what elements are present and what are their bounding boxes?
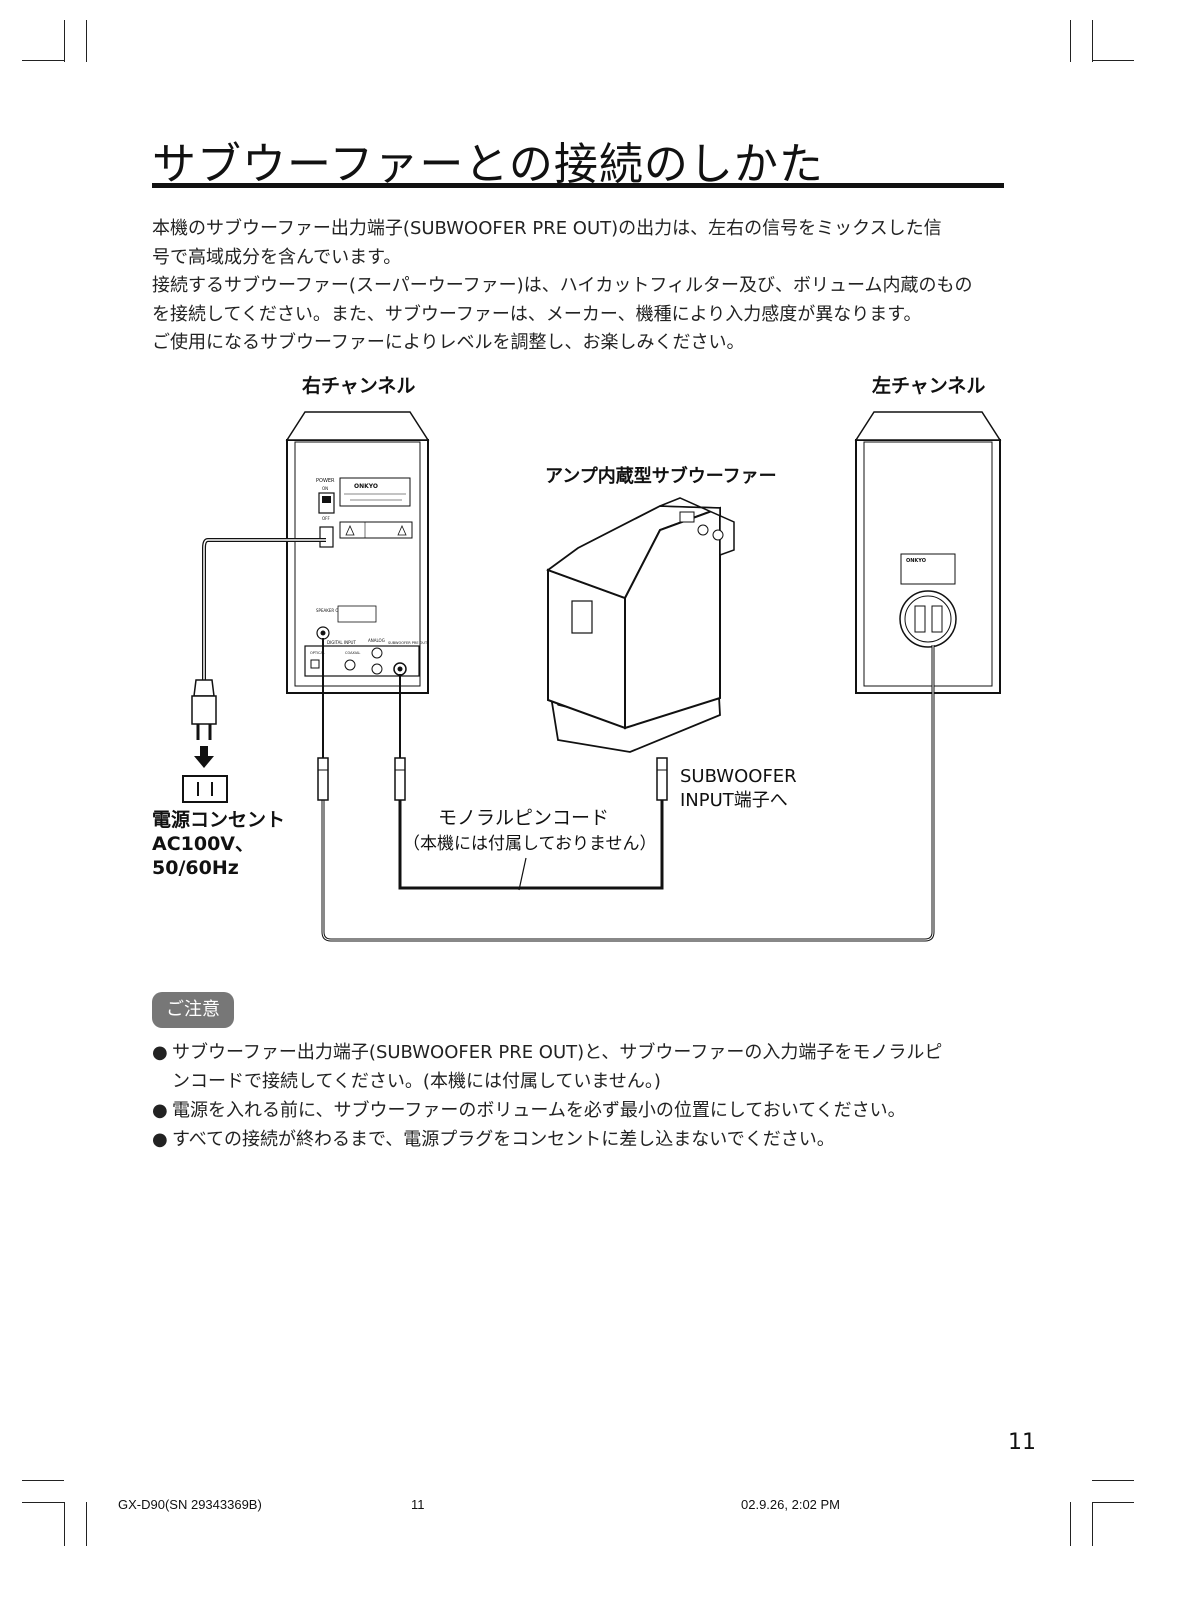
crop-mark: [1070, 1502, 1071, 1546]
power-plug-icon: [191, 679, 217, 740]
analog-label: ANALOG: [368, 638, 385, 643]
list-item: ● サブウーファー出力端子(SUBWOOFER PRE OUT)と、サブウーファ…: [152, 1038, 1022, 1096]
footer-center: 11: [411, 1497, 425, 1512]
crop-mark: [64, 1502, 65, 1546]
intro-line: 接続するサブウーファー(スーパーウーファー)は、ハイカットフィルター及び、ボリュ…: [152, 275, 973, 296]
power-label: POWER: [316, 478, 335, 484]
notice-text: サブウーファー出力端子(SUBWOOFER PRE OUT)と、サブウーファーの…: [172, 1042, 943, 1063]
notice-badge: ご注意: [152, 992, 234, 1028]
brand-plate: [900, 553, 956, 585]
notice-list: ● サブウーファー出力端子(SUBWOOFER PRE OUT)と、サブウーファ…: [152, 1038, 1022, 1154]
crop-mark: [1092, 1480, 1134, 1481]
brand-label: ONKYO: [354, 483, 378, 490]
crop-mark: [1092, 20, 1093, 62]
power-outlet-icon: [182, 775, 228, 803]
subwoofer-pre-out-label: SUBWOOFER PRE OUT: [388, 641, 428, 645]
coaxial-label: COAXIAL: [345, 651, 360, 655]
cord-label: モノラルピンコード: [438, 807, 609, 829]
crop-mark: [22, 1480, 64, 1481]
crop-mark: [1092, 1502, 1093, 1546]
notice-text: すべての接続が終わるまで、電源プラグをコンセントに差し込まないでください。: [172, 1129, 835, 1150]
connection-diagram: 右チャンネル 左チャンネル アンプ内蔵型サブウーファー POWER ON OFF…: [152, 374, 1002, 942]
intro-line: 本機のサブウーファー出力端子(SUBWOOFER PRE OUT)の出力は、左右…: [152, 218, 942, 239]
power-outlet-voltage: AC100V、: [152, 833, 254, 855]
crop-mark: [1092, 60, 1134, 61]
intro-line: ご使用になるサブウーファーによりレベルを調整し、お楽しみください。: [152, 332, 745, 353]
right-channel-label: 右チャンネル: [301, 374, 415, 397]
subwoofer-label: アンプ内蔵型サブウーファー: [545, 465, 777, 487]
arrow-down-icon: [194, 746, 214, 768]
bullet-icon: ●: [152, 1100, 168, 1121]
rca-plug-icon: [317, 757, 668, 801]
subwoofer-unit: [546, 497, 735, 753]
footer-left: GX-D90(SN 29343369B): [118, 1497, 262, 1512]
intro-text: 本機のサブウーファー出力端子(SUBWOOFER PRE OUT)の出力は、左右…: [152, 215, 1012, 358]
subwoofer-input-label-2: INPUT端子へ: [680, 790, 788, 811]
speaker-output-label: SPEAKER OUTPUT: [316, 608, 352, 613]
cord-note: （本機には付属しておりません）: [403, 834, 656, 854]
list-item: ● 電源を入れる前に、サブウーファーのボリュームを必ず最小の位置にしておいてくだ…: [152, 1096, 1022, 1125]
page-number: 11: [1008, 1430, 1036, 1455]
title-underline: [152, 183, 1004, 188]
optical-label: OPTICAL: [310, 651, 325, 655]
right-speaker: POWER ON OFF ONKYO SPEAKER OUTPUT DIGITA…: [285, 411, 430, 694]
crop-mark: [22, 60, 64, 61]
off-label: OFF: [322, 516, 330, 521]
brand-plate: [339, 477, 411, 507]
notice-text: 電源を入れる前に、サブウーファーのボリュームを必ず最小の位置にしておいてください…: [172, 1100, 906, 1121]
power-outlet-frequency: 50/60Hz: [152, 857, 239, 879]
crop-mark: [86, 1502, 87, 1546]
footer-right: 02.9.26, 2:02 PM: [741, 1497, 841, 1512]
on-label: ON: [322, 486, 328, 491]
power-cord: [202, 538, 326, 680]
pin-cord: [321, 638, 935, 942]
crop-mark: [22, 1502, 64, 1503]
intro-line: を接続してください。また、サブウーファーは、メーカー、機種により入力感度が異なり…: [152, 303, 922, 325]
page-title: サブウーファーとの接続のしかた: [152, 139, 824, 190]
intro-line: 号で高域成分を含んでいます。: [152, 246, 402, 268]
subwoofer-input-label: SUBWOOFER: [680, 766, 797, 787]
list-item: ● すべての接続が終わるまで、電源プラグをコンセントに差し込まないでください。: [152, 1125, 1022, 1154]
bullet-icon: ●: [152, 1042, 168, 1063]
brand-label: ONKYO: [906, 558, 926, 564]
ac-inlet-icon: [319, 526, 334, 548]
crop-mark: [86, 20, 87, 62]
crop-mark: [64, 20, 65, 62]
crop-mark: [1092, 1502, 1134, 1503]
warning-plate: [339, 521, 413, 539]
left-speaker: ONKYO: [854, 411, 1002, 694]
left-channel-label: 左チャンネル: [872, 374, 985, 397]
bullet-icon: ●: [152, 1129, 168, 1150]
digital-input-label: DIGITAL INPUT: [327, 640, 356, 645]
notice-text: ンコードで接続してください。(本機には付属していません。): [172, 1071, 661, 1092]
power-outlet-label: 電源コンセント: [152, 808, 285, 831]
crop-mark: [1070, 20, 1071, 62]
